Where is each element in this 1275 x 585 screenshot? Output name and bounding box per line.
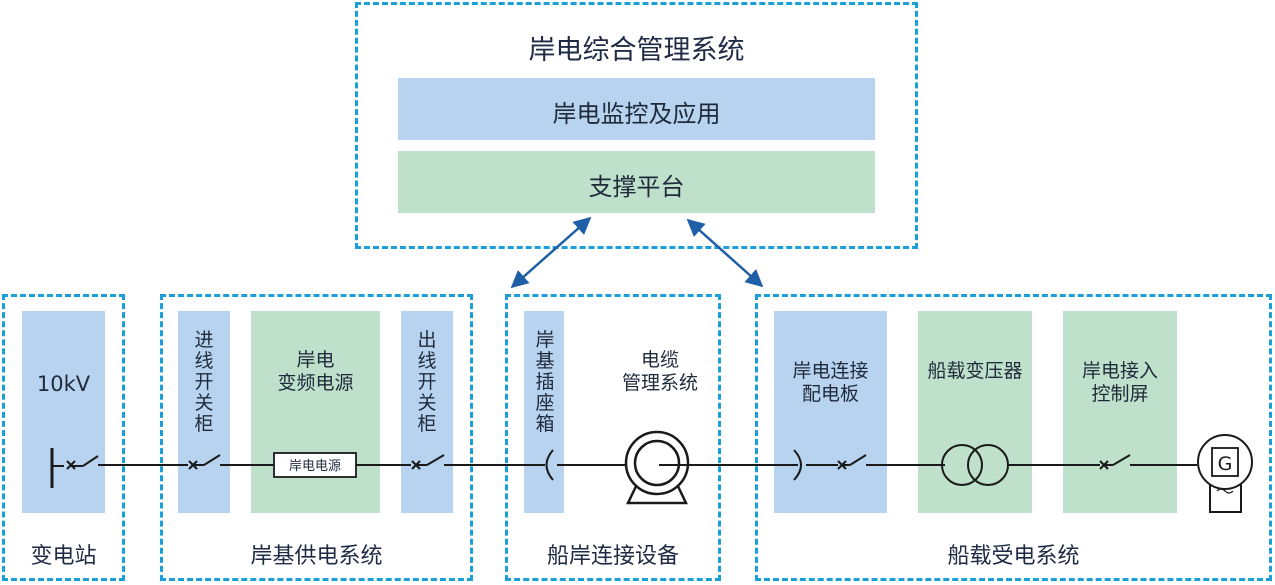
frequency-converter-label: 岸电 变频电源 bbox=[277, 349, 354, 394]
substation-block bbox=[22, 311, 105, 513]
monitoring-application-bar: 岸电监控及应用 bbox=[398, 78, 875, 140]
management-system-title: 岸电综合管理系统 bbox=[528, 35, 745, 66]
control-panel-block bbox=[1063, 311, 1177, 513]
management-system-frame bbox=[355, 2, 918, 249]
substation-title: 变电站 bbox=[30, 544, 97, 569]
incoming-switchgear-block bbox=[178, 311, 230, 513]
generator-icon bbox=[1197, 434, 1253, 513]
incoming-breaker-icon bbox=[188, 454, 221, 470]
shore-supply-frame bbox=[160, 294, 473, 581]
substation-breaker-icon bbox=[66, 455, 99, 470]
distribution-board-block bbox=[774, 311, 887, 513]
connection-frame bbox=[505, 294, 721, 581]
socket-box-label: 岸基插座箱 bbox=[535, 329, 555, 435]
outgoing-switchgear-block bbox=[401, 311, 453, 513]
control-panel-breaker-icon bbox=[1099, 454, 1131, 470]
ship-breaker-icon bbox=[837, 454, 867, 470]
shore-supply-title: 岸基供电系统 bbox=[250, 544, 383, 569]
right-link-arrow bbox=[686, 218, 764, 288]
socket-box-block bbox=[524, 311, 564, 513]
substation-frame bbox=[2, 294, 125, 581]
outgoing-switchgear-label: 出线开关柜 bbox=[417, 329, 437, 435]
substation-voltage: 10kV bbox=[36, 372, 91, 396]
support-platform-label: 支撑平台 bbox=[588, 173, 685, 201]
incoming-switchgear-label: 进线开关柜 bbox=[194, 329, 214, 435]
monitoring-application-label: 岸电监控及应用 bbox=[552, 100, 721, 128]
control-panel-label: 岸电接入 控制屏 bbox=[1081, 360, 1158, 405]
power-box-label: 岸电电源 bbox=[289, 459, 341, 474]
connection-title: 船岸连接设备 bbox=[546, 544, 679, 569]
left-link-arrow bbox=[510, 216, 592, 289]
frequency-converter-block bbox=[251, 311, 380, 513]
cable-management-label: 电缆 管理系统 bbox=[621, 349, 698, 394]
generator-symbol-label: G bbox=[1218, 453, 1233, 475]
ship-system-title: 船载受电系统 bbox=[947, 544, 1080, 569]
cable-reel-icon bbox=[624, 430, 690, 505]
support-platform-bar: 支撑平台 bbox=[398, 151, 875, 213]
outgoing-breaker-icon bbox=[411, 454, 445, 470]
distribution-board-label: 岸电连接 配电板 bbox=[792, 360, 869, 405]
ship-transformer-label: 船载变压器 bbox=[927, 360, 1023, 382]
socket-icon bbox=[545, 449, 554, 481]
power-source-box bbox=[273, 452, 357, 478]
ship-system-frame bbox=[755, 294, 1272, 581]
transformer-icon bbox=[941, 444, 1009, 486]
plug-icon bbox=[793, 449, 802, 481]
